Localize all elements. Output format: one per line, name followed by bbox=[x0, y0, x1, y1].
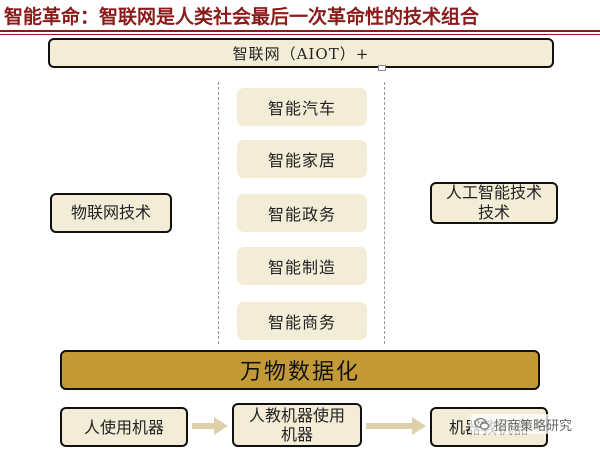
title-rule bbox=[0, 30, 600, 32]
ai-technology-box: 人工智能技术技术 bbox=[430, 182, 558, 224]
source-watermark: 招商策略研究 bbox=[470, 414, 577, 434]
wechat-icon bbox=[474, 417, 490, 430]
arrow-stage-1-to-2 bbox=[192, 417, 228, 435]
iot-technology-box: 物联网技术 bbox=[50, 193, 172, 233]
app-smart-commerce: 智能商务 bbox=[237, 302, 367, 340]
app-smart-car: 智能汽车 bbox=[237, 88, 367, 126]
app-smart-manufacturing: 智能制造 bbox=[237, 247, 367, 285]
title-rule-thin bbox=[0, 34, 600, 35]
everything-datafied-bar: 万物数据化 bbox=[60, 350, 540, 390]
app-smart-government: 智能政务 bbox=[237, 194, 367, 232]
page-title: 智能革命：智联网是人类社会最后一次革命性的技术组合 bbox=[4, 6, 480, 28]
aiot-top-bar: 智联网（AIOT）+ bbox=[48, 38, 554, 68]
cursor-mark bbox=[378, 65, 386, 71]
left-divider bbox=[218, 82, 220, 344]
arrow-stage-2-to-3 bbox=[366, 417, 426, 435]
watermark-text: 招商策略研究 bbox=[494, 418, 573, 434]
app-smart-home: 智能家居 bbox=[237, 140, 367, 178]
right-divider bbox=[384, 82, 386, 344]
stage-humans-use-machines: 人使用机器 bbox=[60, 407, 188, 447]
stage-humans-teach-machines: 人教机器使用机器 bbox=[232, 403, 362, 447]
